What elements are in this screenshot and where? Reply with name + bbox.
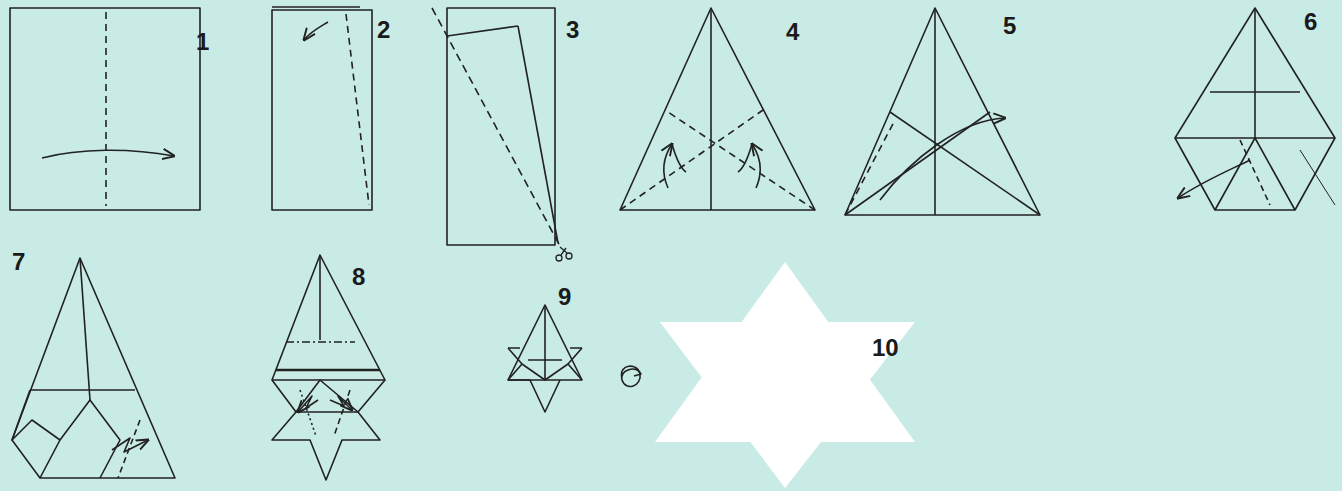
- step-10-star: [655, 262, 915, 488]
- step-number: 2: [377, 18, 390, 42]
- step-number: 9: [558, 285, 571, 309]
- step-9-figure: [508, 305, 582, 412]
- step-number: 4: [786, 20, 799, 44]
- step-number: 1: [196, 30, 209, 54]
- step-4-figure: [620, 8, 815, 210]
- step-number: 7: [12, 250, 25, 274]
- step-7-figure: [12, 258, 175, 478]
- scissors-symbol: [556, 247, 572, 261]
- step-5-figure: [845, 8, 1040, 215]
- step-6-figure: [1175, 8, 1335, 210]
- step-number: 6: [1304, 10, 1317, 34]
- step-number: 3: [566, 18, 579, 42]
- step-2-figure: [272, 7, 372, 210]
- step-3-figure: [432, 8, 572, 261]
- step-number: 5: [1003, 14, 1016, 38]
- step-8-figure: [272, 255, 385, 480]
- turn-over-symbol: [621, 366, 641, 386]
- step-number: 8: [352, 265, 365, 289]
- step-1-figure: [10, 8, 200, 210]
- step-number: 10: [872, 336, 899, 360]
